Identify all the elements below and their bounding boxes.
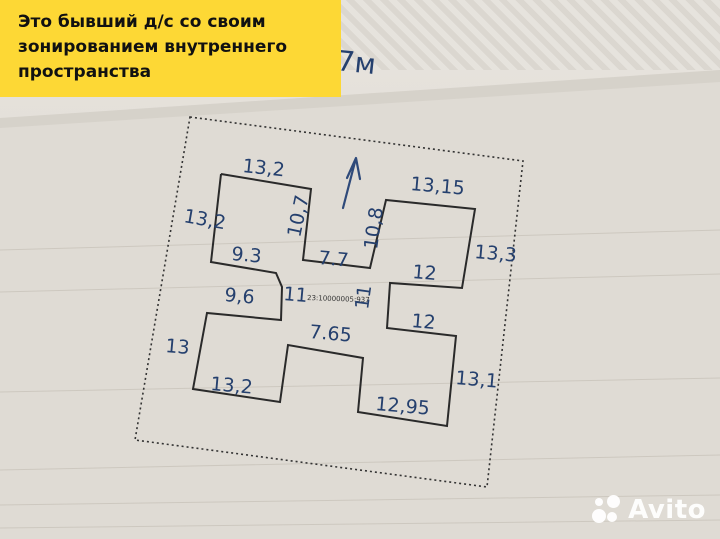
dim-label: 13,2 xyxy=(210,373,254,399)
dim-label: 9.3 xyxy=(231,243,263,268)
dim-label: 12 xyxy=(411,310,437,334)
dim-label: 11 xyxy=(283,283,309,307)
corner-note: 7м xyxy=(335,44,377,81)
caption-banner: Это бывший д/с со своим зонированием вну… xyxy=(0,0,341,97)
building-outline xyxy=(191,173,477,428)
dim-label: 12 xyxy=(412,261,438,285)
caption-line: Это бывший д/с со своим xyxy=(18,12,266,32)
dim-label: 7.65 xyxy=(309,321,353,347)
dim-label: 13 xyxy=(165,335,191,359)
avito-wordmark: Avito xyxy=(628,495,706,525)
dim-label: 13,1 xyxy=(455,367,499,393)
dim-label: 12,95 xyxy=(375,393,431,420)
caption-line: пространства xyxy=(18,62,152,82)
dim-label: 13,15 xyxy=(410,173,466,200)
dim-label: 9,6 xyxy=(224,284,256,309)
dim-label: 13,2 xyxy=(241,155,285,181)
north-arrow xyxy=(341,156,362,210)
dim-label: 11 xyxy=(351,284,376,311)
avito-logo-icon xyxy=(592,495,622,525)
caption-line: зонированием внутреннего xyxy=(18,37,288,57)
dim-label: 13,3 xyxy=(474,241,518,267)
avito-watermark: Avito xyxy=(592,495,706,525)
dim-label: 7.7 xyxy=(318,247,350,272)
cadastral-code: 23:10000005:937 xyxy=(307,294,370,304)
